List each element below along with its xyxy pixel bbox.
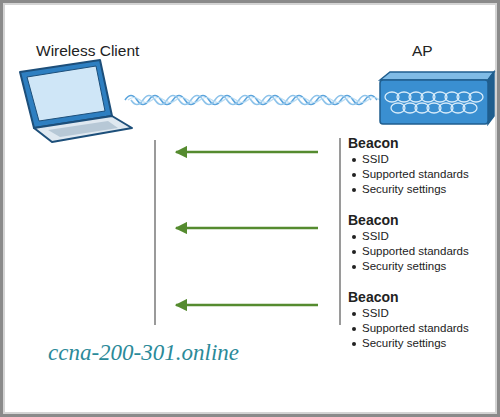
frame-field: Security settings bbox=[362, 184, 446, 196]
bullet bbox=[352, 235, 356, 239]
watermark: ccna-200-301.online bbox=[48, 341, 239, 364]
device-label: Wireless Client bbox=[36, 43, 139, 59]
frame-field: Security settings bbox=[362, 338, 446, 350]
laptop-display bbox=[27, 66, 105, 121]
frame-field: SSID bbox=[362, 308, 389, 320]
beacon-arrow bbox=[176, 151, 318, 154]
frame-field: Supported standards bbox=[362, 323, 469, 335]
bullet bbox=[352, 188, 356, 192]
frame-title: Beacon bbox=[348, 213, 399, 227]
ap-lifeline bbox=[339, 138, 341, 325]
beacon-arrow bbox=[176, 227, 318, 230]
frame-title: Beacon bbox=[348, 136, 399, 150]
frame-field: SSID bbox=[362, 154, 389, 166]
radio-waves bbox=[125, 96, 380, 105]
frame-field: SSID bbox=[362, 231, 389, 243]
ap-top bbox=[380, 72, 494, 80]
ap-pattern bbox=[385, 92, 483, 113]
bullets bbox=[352, 158, 356, 346]
bullet bbox=[352, 327, 356, 331]
laptop-keyboard bbox=[48, 121, 118, 137]
bullet bbox=[352, 265, 356, 269]
frame-field: Security settings bbox=[362, 261, 446, 273]
wave bbox=[125, 96, 377, 105]
bullet bbox=[352, 312, 356, 316]
frame-shadow bbox=[4, 4, 496, 413]
bullet bbox=[352, 250, 356, 254]
device-label: AP bbox=[412, 43, 433, 59]
frame-title: Beacon bbox=[348, 290, 399, 304]
bullet bbox=[352, 173, 356, 177]
wave bbox=[131, 96, 371, 105]
laptop-base bbox=[34, 116, 132, 142]
bullet bbox=[352, 158, 356, 162]
ap-body bbox=[380, 80, 488, 124]
ap-side bbox=[488, 72, 494, 124]
client-lifeline bbox=[154, 140, 156, 325]
bullet bbox=[352, 342, 356, 346]
wave bbox=[128, 98, 380, 103]
frame-field: Supported standards bbox=[362, 246, 469, 258]
laptop-icon bbox=[20, 60, 132, 142]
beacon-arrow bbox=[176, 304, 318, 307]
ap-icon bbox=[380, 72, 494, 124]
frame-field: Supported standards bbox=[362, 169, 469, 181]
